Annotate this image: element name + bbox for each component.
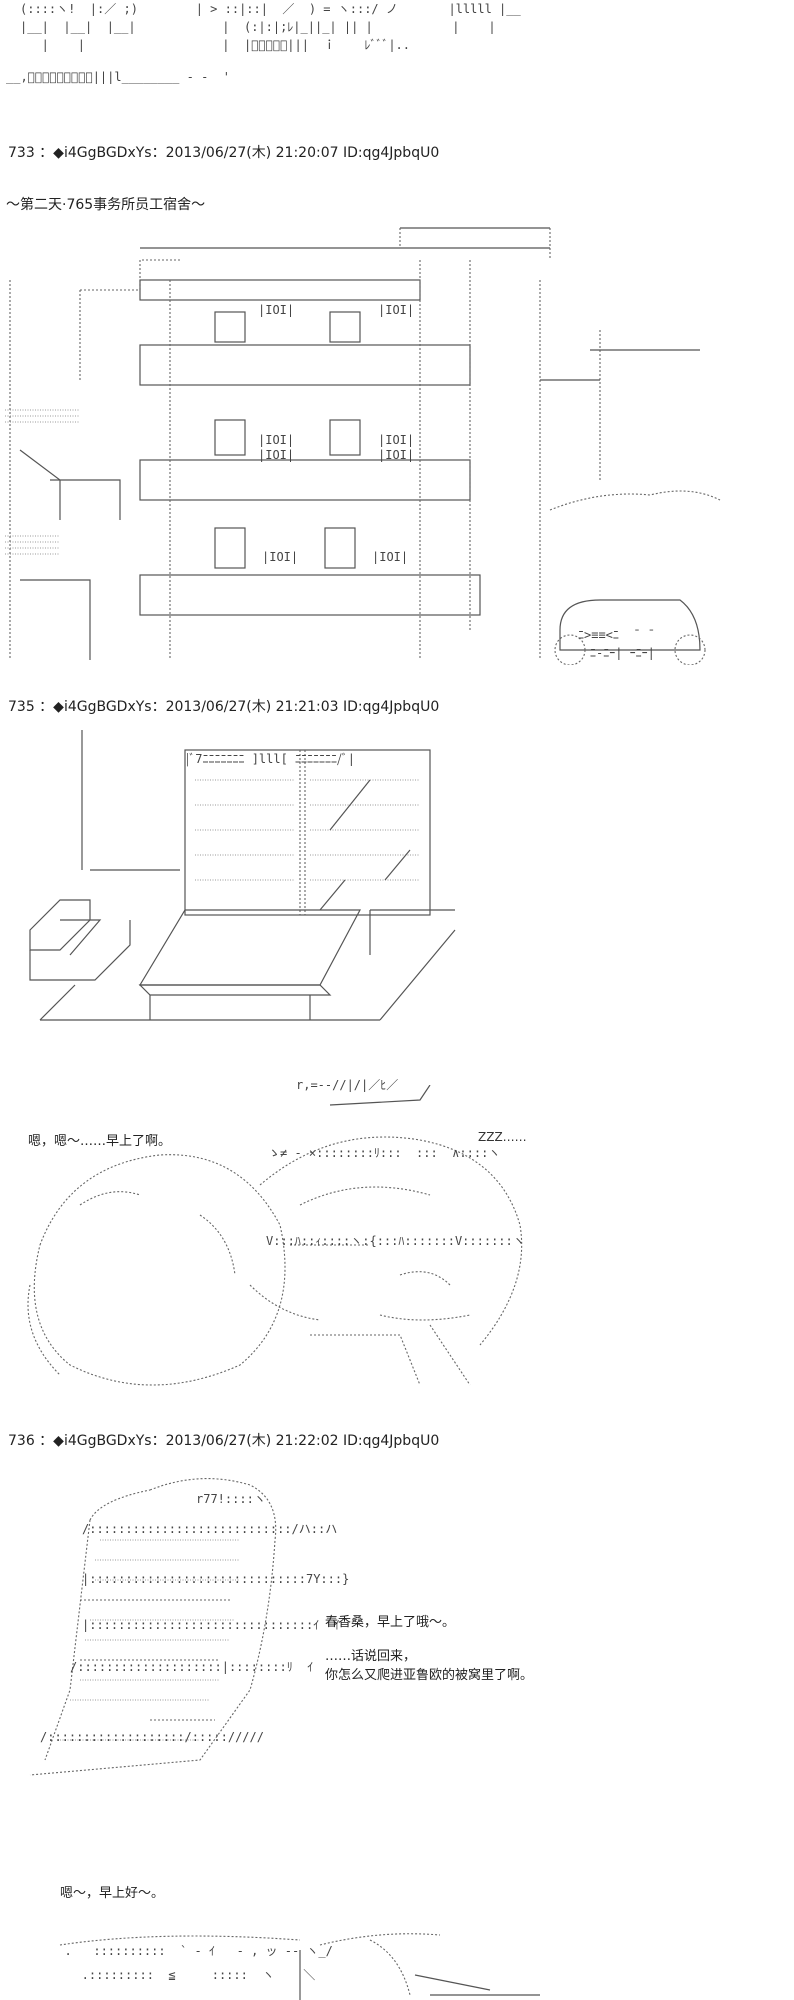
dialogue-line-3a: ……话说回来， (325, 1649, 417, 1664)
window-sign-2c: |IOI| (258, 448, 295, 462)
zzz-text: ZZZ…… (478, 1130, 527, 1144)
top-art-row1: (::::ヽ! |:／ ;) | > ::|::| ／ ) = ヽ:::/ ノ … (20, 2, 521, 16)
dormitory-building-art (0, 220, 794, 665)
sleeping-characters-art (0, 1085, 794, 1400)
car-art-2: ﾆ‐ﾆｰ| ｰﾆｰ| (590, 646, 655, 660)
bottom-art-row1: . :::::::::: ` ‐ ｲ ‐ , ッ ‐‐ ヽ_/ (50, 1944, 333, 1958)
window-sign-2b: |IOI| (378, 433, 415, 447)
char-body-art-5: /:::::::::::::::::::/:::::///// (40, 1730, 264, 1744)
post-header-733: 733 ：◆i4GgBGDxYs：2013/06/27(木) 21:20:07 … (8, 145, 440, 161)
top-art-row2: |__| |__| |__| | (:|:|;ﾚ|_||_| || | | | (20, 20, 496, 34)
sleep-hair-art: r,=‐‐//|/|／ﾋ／ (296, 1078, 399, 1092)
standing-character-art (0, 1460, 794, 1780)
sleep-face-art-2: V:::ﾊ::ｨ::::ヽ:{:::ﾊ:::::::V:::::::ヽ (266, 1234, 525, 1248)
dialogue-line-1: 嗯，嗯～……早上了啊。 (28, 1134, 172, 1149)
bedroom-art (0, 720, 794, 1030)
window-sign-2d: |IOI| (378, 448, 415, 462)
char-body-art-1: /::::::::::::::::::::::::::::/ハ::ハ (82, 1522, 338, 1536)
char-body-art-2: |::::::::::::::::::::::::::::::7Y:::} (82, 1572, 350, 1586)
post-header-735: 735 ：◆i4GgBGDxYs：2013/06/27(木) 21:21:03 … (8, 699, 440, 715)
scene-title: ～第二天·765事务所员工宿舍～ (6, 197, 206, 213)
sleep-face-art-1: ゝ≠ ‐ ×::::::::ﾘ::: ::: ∧::::ヽ (268, 1146, 501, 1160)
top-art-row4: __,ﾞﾞﾞﾞﾞﾞﾞﾞﾞ|||l________ ‐ ‐ ' (6, 70, 230, 84)
char-body-art-4: /::::::::::::::::::::|::::::::ﾘ ｲ (70, 1660, 314, 1674)
window-sign-3a: |IOI| (262, 550, 299, 564)
top-art-row3: | | | |ﾞﾞﾞﾞﾞ||| ｉ ﾚﾞﾞﾞ|.. (20, 38, 411, 52)
dialogue-line-4: 嗯～，早上好～。 (60, 1886, 165, 1901)
dialogue-line-2: 春香桑，早上了哦～。 (325, 1615, 456, 1630)
char-hair-art: r77!::::ヽ (196, 1492, 266, 1506)
window-sign-1b: |IOI| (378, 303, 415, 317)
wardrobe-top-art: |ﾞ7ﾆﾆﾆﾆﾆﾆﾆ ]lll[ ﾆﾆﾆﾆﾆﾆﾆ/ﾞ| (186, 752, 355, 766)
bottom-characters-art (0, 1925, 794, 2000)
post-header-736: 736 ：◆i4GgBGDxYs：2013/06/27(木) 21:22:02 … (8, 1433, 440, 1449)
bottom-art-row2: .::::::::: ≦ ::::: ヽ ＼ (60, 1968, 316, 1982)
car-art-1: ﾆ>≡≡<ﾆ ̄ ̄ (578, 628, 648, 642)
window-sign-2a: |IOI| (258, 433, 295, 447)
window-sign-1a: |IOI| (258, 303, 295, 317)
dialogue-line-3b: 你怎么又爬进亚鲁欧的被窝里了啊。 (325, 1668, 534, 1683)
char-body-art-3: |:::::::::::::::::::::::::::::::ｲ ｲ (82, 1618, 340, 1632)
window-sign-3b: |IOI| (372, 550, 409, 564)
